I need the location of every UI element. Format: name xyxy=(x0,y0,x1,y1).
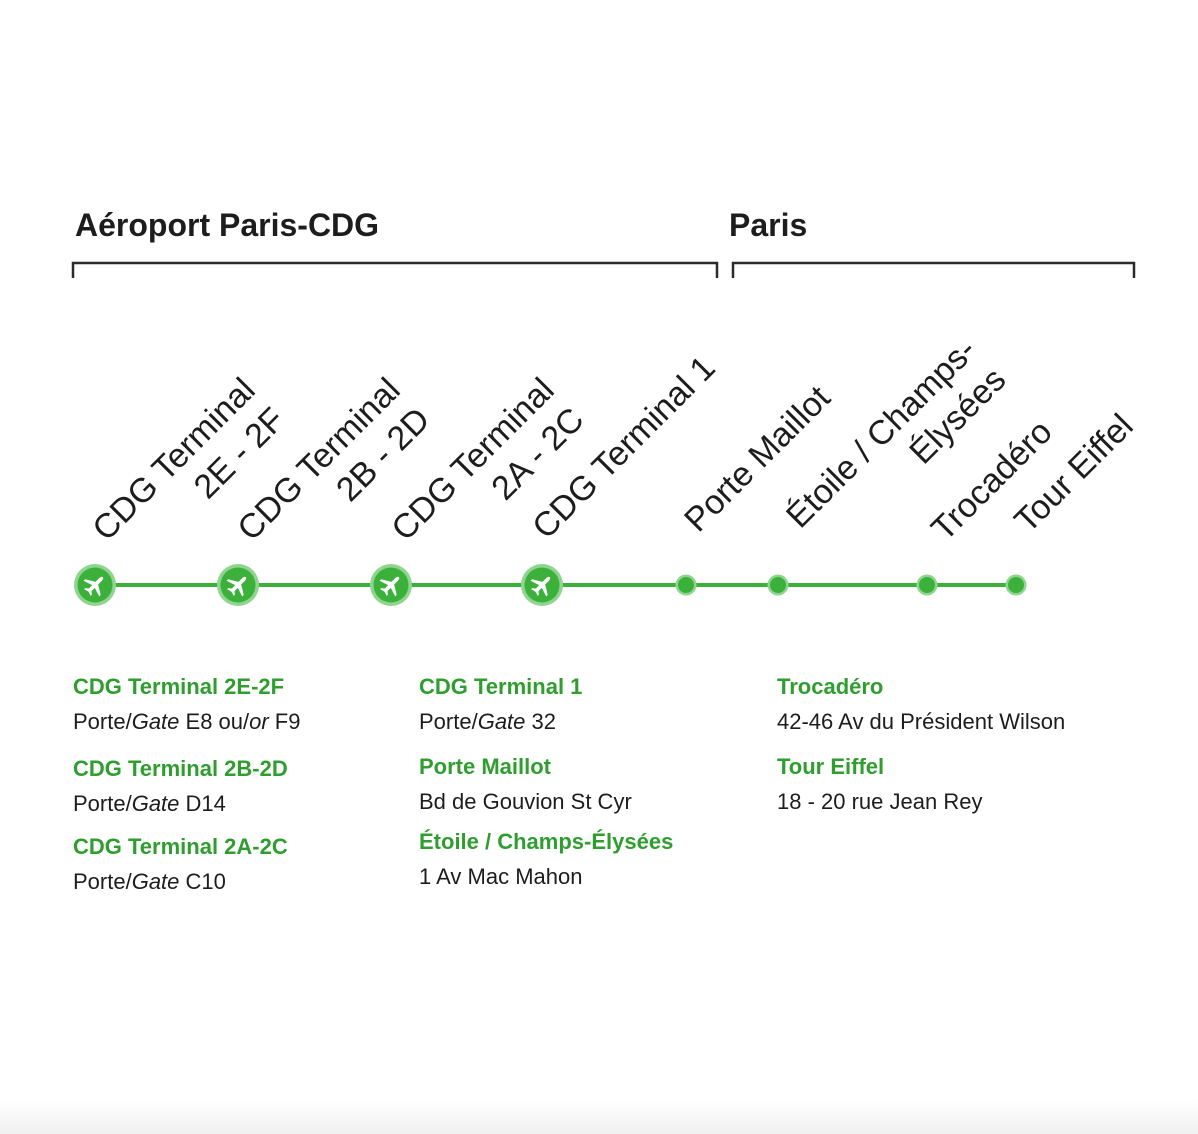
stop-detail-part: Porte/ xyxy=(73,791,133,816)
stop-item: CDG Terminal 2B-2D Porte/Gate D14 xyxy=(73,756,288,816)
stop-detail: Porte/Gate D14 xyxy=(73,791,226,816)
station-node xyxy=(370,564,412,606)
stop-detail-part: or xyxy=(249,709,270,734)
station-node xyxy=(1005,574,1027,596)
stop-detail: Bd de Gouvion St Cyr xyxy=(419,789,632,814)
stop-title: CDG Terminal 2A-2C xyxy=(73,834,288,859)
station-node-core xyxy=(1008,577,1024,593)
stop-detail-part: 18 - 20 rue Jean Rey xyxy=(777,789,982,814)
station-node-core xyxy=(770,577,786,593)
stop-detail-part: Gate xyxy=(132,869,180,894)
stop-detail: Porte/Gate C10 xyxy=(73,869,226,894)
bottom-band xyxy=(0,1100,1198,1134)
station-node xyxy=(521,564,563,606)
stop-detail-part: E8 ou/ xyxy=(179,709,250,734)
stop-item: Étoile / Champs-Élysées 1 Av Mac Mahon xyxy=(419,829,673,889)
stop-detail-part: Porte/ xyxy=(419,709,479,734)
stop-detail-part: C10 xyxy=(179,869,225,894)
stop-detail: 18 - 20 rue Jean Rey xyxy=(777,789,982,814)
stop-detail: 42-46 Av du Président Wilson xyxy=(777,709,1065,734)
stop-title: Étoile / Champs-Élysées xyxy=(419,829,673,854)
stop-title: CDG Terminal 1 xyxy=(419,674,582,699)
plane-icon xyxy=(379,576,400,597)
plane-icon xyxy=(226,576,247,597)
stop-detail: 1 Av Mac Mahon xyxy=(419,864,582,889)
station-node-core xyxy=(919,577,935,593)
stop-detail-part: 42-46 Av du Président Wilson xyxy=(777,709,1065,734)
stop-detail-part: Bd de Gouvion St Cyr xyxy=(419,789,632,814)
station-nodes xyxy=(74,564,1027,606)
stop-detail-part: Gate xyxy=(132,791,180,816)
stop-item: Porte Maillot Bd de Gouvion St Cyr xyxy=(419,754,632,814)
zone-bracket-paris xyxy=(731,261,1136,278)
stop-title: Trocadéro xyxy=(777,674,883,699)
station-node xyxy=(217,564,259,606)
stop-detail-part: D14 xyxy=(179,791,225,816)
stop-title: Tour Eiffel xyxy=(777,754,884,779)
stop-detail-part: F9 xyxy=(269,709,301,734)
station-node xyxy=(675,574,697,596)
stop-detail-part: Gate xyxy=(132,709,180,734)
stop-detail: Porte/Gate E8 ou/or F9 xyxy=(73,709,300,734)
station-node-core xyxy=(678,577,694,593)
stop-detail: Porte/Gate 32 xyxy=(419,709,556,734)
zone-title-paris: Paris xyxy=(729,207,807,243)
stop-detail-part: Porte/ xyxy=(73,869,133,894)
stop-title: CDG Terminal 2E-2F xyxy=(73,674,284,699)
stop-detail-part: 1 Av Mac Mahon xyxy=(419,864,582,889)
stop-item: CDG Terminal 2E-2F Porte/Gate E8 ou/or F9 xyxy=(73,674,300,734)
stop-detail-part: Gate xyxy=(478,709,526,734)
stop-details: CDG Terminal 2E-2F Porte/Gate E8 ou/or F9… xyxy=(73,674,1065,894)
stop-item: Tour Eiffel 18 - 20 rue Jean Rey xyxy=(777,754,982,814)
stop-title: CDG Terminal 2B-2D xyxy=(73,756,288,781)
station-node xyxy=(767,574,789,596)
station-node xyxy=(74,564,116,606)
zone-bracket-airport xyxy=(71,261,719,278)
plane-icon xyxy=(83,576,104,597)
station-label: Étoile / Champs-Élysées xyxy=(779,331,1013,536)
stop-item: CDG Terminal 1 Porte/Gate 32 xyxy=(419,674,582,734)
plane-icon xyxy=(530,576,551,597)
stop-item: CDG Terminal 2A-2C Porte/Gate C10 xyxy=(73,834,288,894)
stop-detail-part: 32 xyxy=(525,709,556,734)
stop-item: Trocadéro 42-46 Av du Président Wilson xyxy=(777,674,1065,734)
stop-title: Porte Maillot xyxy=(419,754,552,779)
zone-title-airport: Aéroport Paris-CDG xyxy=(75,207,379,243)
station-node xyxy=(916,574,938,596)
stop-detail-part: Porte/ xyxy=(73,709,133,734)
